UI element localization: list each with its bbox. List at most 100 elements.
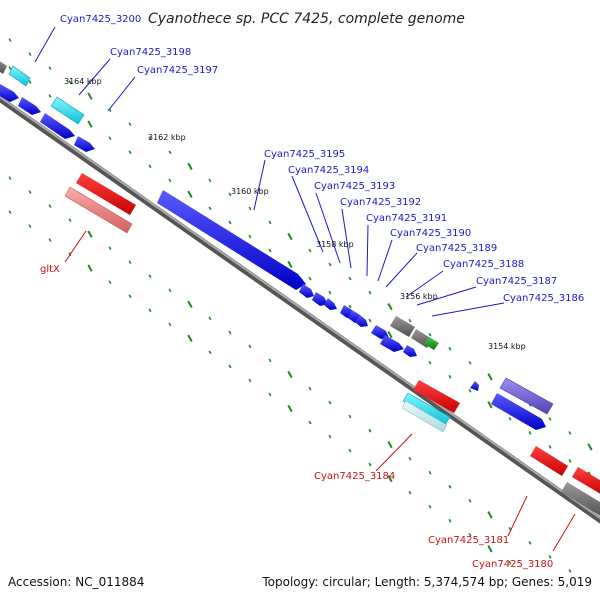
- gene-cyan7425-3187[interactable]: [380, 335, 404, 352]
- tick-mark: [587, 443, 593, 451]
- gene-cyan7425-3188[interactable]: [371, 325, 389, 339]
- gene-cyan7425-3180[interactable]: [561, 482, 600, 518]
- label-cyan7425-3198[interactable]: Cyan7425_3198: [110, 47, 191, 58]
- gene-fwd-c[interactable]: [74, 136, 95, 152]
- label-cyan7425-3194[interactable]: Cyan7425_3194: [288, 165, 369, 176]
- tick-mark: [528, 431, 532, 435]
- tick-mark: [428, 504, 432, 509]
- tick-mark: [508, 561, 512, 565]
- tick-mark: [87, 92, 93, 100]
- gene-cyan7425-3200[interactable]: [8, 65, 31, 87]
- gene-fwd-pair[interactable]: [491, 393, 546, 430]
- tick-mark: [228, 192, 232, 197]
- tick-mark: [308, 276, 312, 281]
- tick-mark: [228, 220, 232, 225]
- forward-genes-upper: [0, 84, 95, 152]
- label-cyan7425-3181[interactable]: Cyan7425_3181: [428, 535, 509, 546]
- accession-text: Accession: NC_011884: [8, 575, 144, 589]
- gene-red-3183[interactable]: [413, 380, 460, 413]
- tick-label-3160: 3160 kbp: [231, 187, 269, 196]
- label-cyan7425-3187[interactable]: Cyan7425_3187: [476, 276, 557, 287]
- gene-fwd-a[interactable]: [0, 84, 19, 102]
- tick-mark: [248, 344, 252, 349]
- tick-mark: [487, 401, 493, 409]
- tick-mark: [308, 420, 312, 425]
- tick-mark: [308, 386, 312, 391]
- tick-mark: [128, 260, 132, 265]
- tick-mark: [348, 448, 352, 453]
- gene-red-3199[interactable]: [76, 173, 136, 215]
- tick-mark: [208, 316, 212, 321]
- label-gltX[interactable]: gltX: [40, 264, 60, 275]
- tick-mark: [68, 80, 72, 84]
- tick-mark: [328, 400, 332, 405]
- tick-mark: [248, 378, 252, 383]
- tick-mark: [487, 373, 493, 381]
- tick-mark: [148, 164, 152, 169]
- tick-mark: [128, 150, 132, 155]
- tick-mark: [148, 136, 152, 141]
- tick-mark: [448, 518, 452, 523]
- gene-cyan7425-3181[interactable]: [530, 446, 568, 476]
- label-cyan7425-3180[interactable]: Cyan7425_3180: [472, 559, 553, 570]
- tick-mark: [228, 330, 232, 335]
- tick-mark: [248, 206, 252, 211]
- tick-mark: [28, 190, 32, 194]
- gene-pseudo-3185[interactable]: [390, 316, 415, 337]
- gene-fwd-small[interactable]: [470, 381, 479, 391]
- gene-cyan7425-3186[interactable]: [403, 345, 417, 357]
- tick-mark: [328, 290, 332, 295]
- forward-genes-middle: [157, 190, 417, 357]
- tick-mark: [348, 276, 352, 281]
- tick-mark: [168, 288, 172, 293]
- gene-cyan7425-3194[interactable]: [299, 284, 314, 298]
- tick-mark: [287, 260, 293, 269]
- gene-green-rna[interactable]: [424, 337, 439, 350]
- tick-mark: [187, 190, 193, 198]
- tick-mark: [468, 498, 472, 503]
- label-cyan7425-3188[interactable]: Cyan7425_3188: [443, 259, 524, 270]
- tick-mark: [448, 346, 452, 351]
- gene-fwd-b[interactable]: [18, 97, 41, 115]
- tick-mark: [487, 511, 493, 519]
- tick-mark: [108, 136, 112, 141]
- tick-label-3164: 3164 kbp: [64, 77, 102, 86]
- label-cyan7425-3195[interactable]: Cyan7425_3195: [264, 149, 345, 160]
- tick-mark: [48, 66, 52, 70]
- label-cyan7425-3184[interactable]: Cyan7425_3184: [314, 471, 395, 482]
- gene-cyan7425-3193[interactable]: [312, 292, 328, 306]
- tick-mark: [468, 388, 472, 393]
- tick-mark: [468, 532, 472, 537]
- gene-red-bottom[interactable]: [572, 467, 600, 496]
- label-cyan7425-3200[interactable]: Cyan7425_3200: [60, 14, 141, 25]
- label-cyan7425-3192[interactable]: Cyan7425_3192: [340, 197, 421, 208]
- tick-mark: [387, 331, 393, 339]
- label-cyan7425-3191[interactable]: Cyan7425_3191: [366, 213, 447, 224]
- gene-pseudo-3201[interactable]: [0, 58, 7, 74]
- tick-mark: [268, 248, 272, 253]
- gene-lightcyan[interactable]: [401, 400, 448, 433]
- tick-mark: [368, 318, 372, 323]
- tick-mark: [568, 459, 572, 463]
- gene-cyan7425-3189[interactable]: [355, 315, 368, 327]
- gene-purple[interactable]: [499, 377, 554, 415]
- tick-mark: [428, 470, 432, 475]
- tick-mark: [68, 218, 72, 222]
- tick-mark: [428, 332, 432, 337]
- tick-mark: [128, 294, 132, 299]
- gene-cyan7425-3192[interactable]: [324, 298, 337, 310]
- tick-mark: [187, 334, 193, 342]
- label-cyan7425-3189[interactable]: Cyan7425_3189: [416, 243, 497, 254]
- gene-cyan7425-3195[interactable]: [157, 190, 306, 290]
- tick-mark: [368, 290, 372, 295]
- gene-cyan7425-3197[interactable]: [40, 113, 75, 139]
- label-cyan7425-3190[interactable]: Cyan7425_3190: [390, 228, 471, 239]
- label-cyan7425-3186[interactable]: Cyan7425_3186: [503, 293, 584, 304]
- gene-gltX[interactable]: [64, 186, 133, 234]
- label-cyan7425-3193[interactable]: Cyan7425_3193: [314, 181, 395, 192]
- tick-mark: [528, 541, 532, 545]
- label-cyan7425-3197[interactable]: Cyan7425_3197: [137, 65, 218, 76]
- gene-cyan7425-3198[interactable]: [50, 96, 85, 125]
- tick-mark: [108, 280, 112, 285]
- tick-mark: [348, 304, 352, 309]
